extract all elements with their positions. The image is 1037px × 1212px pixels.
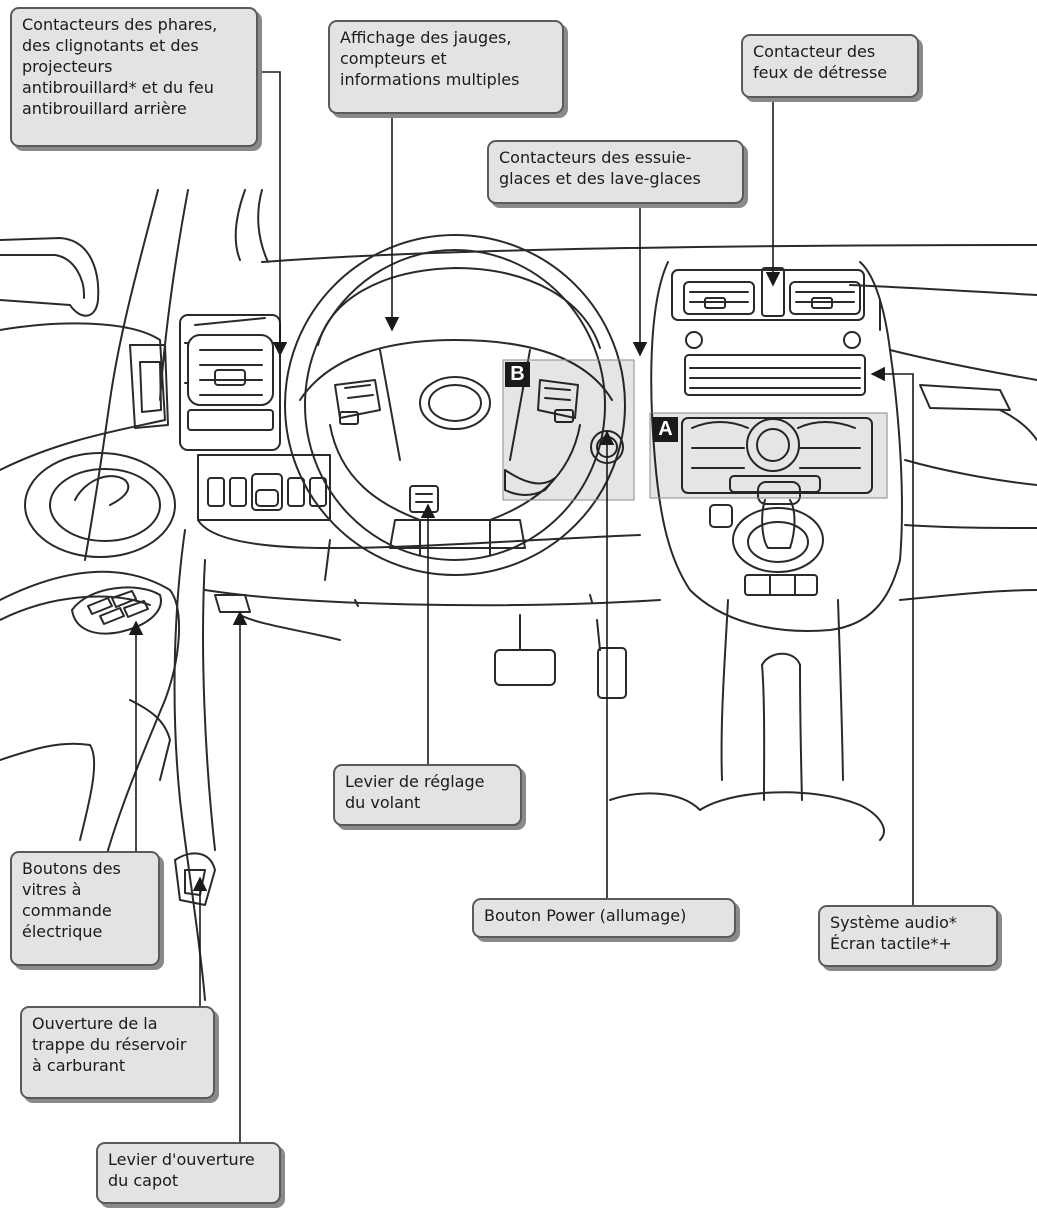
callout-text: antibrouillard* et du feu bbox=[22, 78, 214, 97]
callout-windows: Boutons des vitres à commande électrique bbox=[10, 851, 160, 966]
callout-text: des clignotants et des bbox=[22, 36, 199, 55]
callout-steering-lever: Levier de réglage du volant bbox=[333, 764, 522, 826]
callout-headlights: Contacteurs des phares, des clignotants … bbox=[10, 7, 258, 147]
callout-text: antibrouillard arrière bbox=[22, 99, 187, 118]
callout-wipers: Contacteurs des essuie- glaces et des la… bbox=[487, 140, 744, 204]
callout-text: Boutons des bbox=[22, 859, 121, 878]
callout-text: informations multiples bbox=[340, 70, 520, 89]
zone-a-highlight bbox=[649, 412, 888, 499]
leader-audio bbox=[870, 366, 914, 905]
callout-text: du capot bbox=[108, 1171, 179, 1190]
callout-gauges: Affichage des jauges, compteurs et infor… bbox=[328, 20, 564, 114]
zone-label-b: B bbox=[505, 362, 530, 387]
callout-text: du volant bbox=[345, 793, 421, 812]
callout-power-button: Bouton Power (allumage) bbox=[472, 898, 736, 938]
callout-text: électrique bbox=[22, 922, 103, 941]
callout-text: compteurs et bbox=[340, 49, 447, 68]
callout-text: feux de détresse bbox=[753, 63, 888, 82]
zone-label-a: A bbox=[653, 417, 678, 442]
callout-text: Levier de réglage bbox=[345, 772, 485, 791]
callout-text: Contacteur des bbox=[753, 42, 876, 61]
callout-text: à carburant bbox=[32, 1056, 126, 1075]
callout-fuel: Ouverture de la trappe du réservoir à ca… bbox=[20, 1006, 215, 1099]
callout-text: vitres à bbox=[22, 880, 82, 899]
leader-headlights bbox=[258, 71, 288, 357]
callout-text: Écran tactile*+ bbox=[830, 934, 952, 953]
callout-hazard: Contacteur des feux de détresse bbox=[741, 34, 919, 98]
callout-text: projecteurs bbox=[22, 57, 113, 76]
callout-audio: Système audio* Écran tactile*+ bbox=[818, 905, 998, 967]
callout-text: glaces et des lave-glaces bbox=[499, 169, 701, 188]
callout-text: commande bbox=[22, 901, 112, 920]
callout-text: Affichage des jauges, bbox=[340, 28, 512, 47]
leader-lines bbox=[128, 71, 914, 1142]
callout-text: Contacteurs des phares, bbox=[22, 15, 218, 34]
callout-text: Ouverture de la bbox=[32, 1014, 158, 1033]
callout-text: Bouton Power (allumage) bbox=[484, 906, 687, 925]
callout-text: Système audio* bbox=[830, 913, 957, 932]
callout-hood: Levier d'ouverture du capot bbox=[96, 1142, 281, 1204]
callout-text: Levier d'ouverture bbox=[108, 1150, 255, 1169]
callout-text: Contacteurs des essuie- bbox=[499, 148, 692, 167]
callout-text: trappe du réservoir bbox=[32, 1035, 187, 1054]
